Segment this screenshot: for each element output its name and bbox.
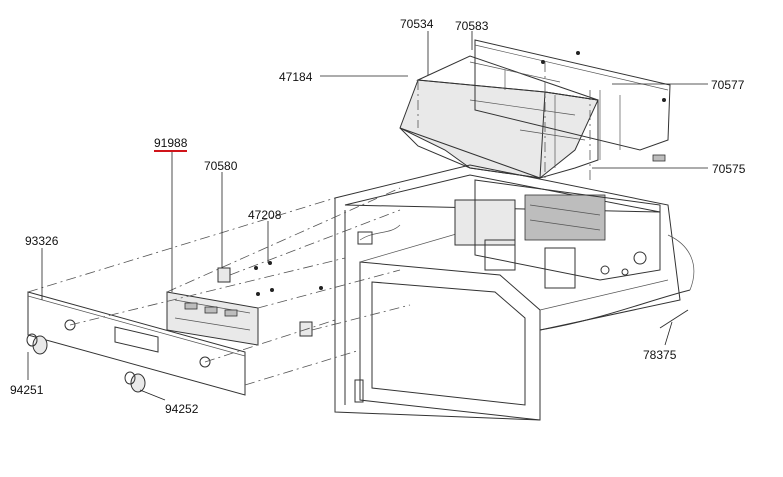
- top-duct-assembly: [399, 55, 599, 179]
- front-control-panel-93326: [27, 291, 246, 396]
- callout-70577[interactable]: 70577: [711, 78, 745, 92]
- callout-70534[interactable]: 70534: [400, 17, 434, 31]
- rear-panel: [474, 39, 671, 160]
- leader-lines: [27, 31, 708, 401]
- knob-94252: [124, 371, 146, 393]
- callout-94251[interactable]: 94251: [10, 383, 44, 397]
- assembly-guide-lines: [27, 62, 591, 386]
- control-board-91988: [166, 291, 259, 346]
- callout-78375[interactable]: 78375: [643, 348, 677, 362]
- callout-70575[interactable]: 70575: [712, 162, 746, 176]
- internal-components: [357, 179, 661, 289]
- callout-91988-selected[interactable]: 91988: [154, 136, 188, 152]
- callout-94252[interactable]: 94252: [165, 402, 199, 416]
- bracket-part-70575: [652, 154, 666, 162]
- knob-94251: [26, 333, 48, 355]
- rod-78375: [659, 309, 689, 329]
- screws-47208: [254, 261, 323, 296]
- callout-93326[interactable]: 93326: [25, 234, 59, 248]
- callout-70580[interactable]: 70580: [204, 159, 238, 173]
- callout-47184[interactable]: 47184: [279, 70, 313, 84]
- callout-70583[interactable]: 70583: [455, 19, 489, 33]
- connector-70580: [217, 267, 231, 283]
- callout-47208[interactable]: 47208: [248, 208, 282, 222]
